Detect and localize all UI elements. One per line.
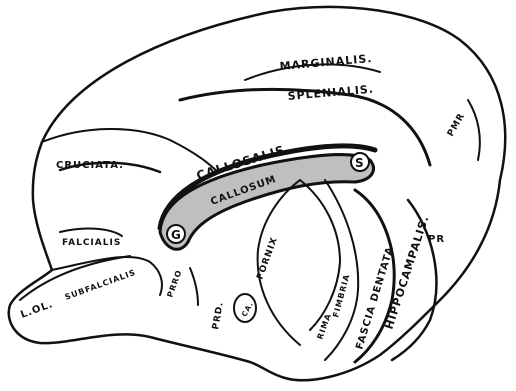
label-marginalis: MARGINALIS. — [279, 52, 373, 73]
olfactory-boundary — [52, 257, 162, 295]
label-fimbria: FIMBRIA — [331, 273, 351, 319]
label-pr: PR — [428, 234, 445, 245]
label-prd: PRD. — [211, 301, 226, 331]
pmr-sulcus — [468, 100, 480, 160]
label-splenialis: SPLENIALIS. — [287, 82, 374, 102]
label-fascia-dentata: FASCIA DENTATA — [354, 245, 396, 351]
label-falcialis: FALCIALIS — [62, 238, 121, 248]
label-lol: L.OL. — [19, 299, 55, 321]
prro-line — [190, 268, 198, 305]
label-hippocampalis: HIPPOCAMPALIS. — [382, 214, 431, 331]
falcialis-sulcus — [60, 229, 122, 236]
label-cruciata: CRUCIATA. — [56, 160, 124, 171]
label-subfalcialis: SUBFALCIALIS — [64, 268, 138, 302]
label-g: G — [171, 228, 182, 242]
fimbria-line — [325, 180, 358, 360]
label-prro: PRRO — [165, 268, 183, 298]
label-s: S — [355, 156, 365, 170]
corpus-callosum — [160, 155, 374, 250]
label-pmr: PMR — [446, 111, 467, 138]
